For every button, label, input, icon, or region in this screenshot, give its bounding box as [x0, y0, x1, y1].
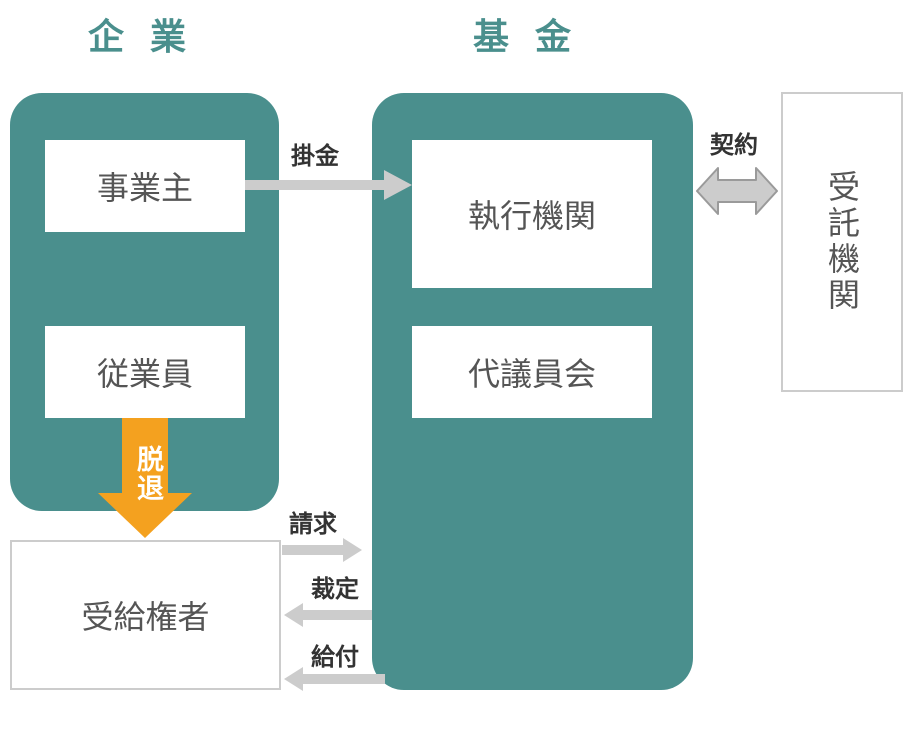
company-heading: 企業 [87, 17, 212, 58]
council-box: 代議員会 [412, 326, 652, 418]
contract-label: 契約 [710, 131, 758, 159]
employer-box: 事業主 [45, 140, 245, 232]
withdrawal-label: 脱退 [132, 445, 163, 503]
withdrawal-arrow [98, 418, 192, 538]
fund-heading: 基金 [472, 17, 597, 58]
executive-box: 執行機関 [412, 140, 652, 288]
claim-arrow [282, 538, 362, 562]
contribution-label: 掛金 [291, 142, 339, 170]
payment-label: 給付 [311, 643, 359, 671]
trustee-box: 受託機関 [781, 92, 903, 392]
contribution-arrow [245, 170, 412, 200]
ruling-arrow [284, 603, 372, 627]
payment-arrow [284, 667, 385, 691]
contract-arrow [696, 167, 778, 215]
claim-label: 請求 [289, 510, 337, 538]
ruling-label: 裁定 [311, 575, 359, 603]
beneficiary-box: 受給権者 [10, 540, 281, 690]
employee-box: 従業員 [45, 326, 245, 418]
